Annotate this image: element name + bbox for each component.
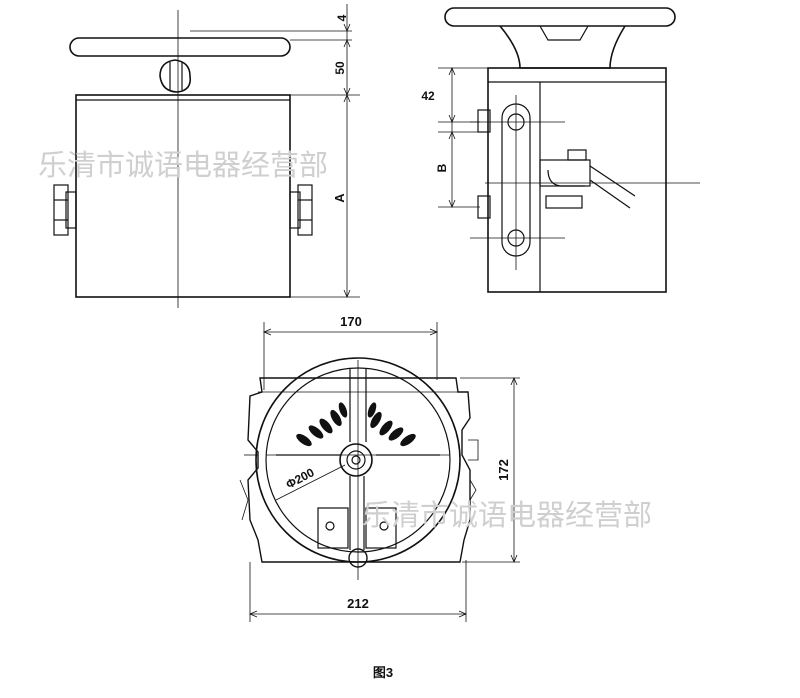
watermark-top: 乐清市诚语电器经营部 (38, 148, 328, 182)
top-housing (247, 377, 471, 563)
top-bracket (317, 507, 397, 549)
front-right-bolt (289, 184, 313, 236)
dim-width-170: 170 (340, 314, 362, 329)
top-hub (339, 443, 373, 477)
top-view (239, 322, 520, 622)
dim-side-mid: B (435, 163, 449, 172)
dim-body-height: A (332, 193, 347, 203)
front-hub (159, 59, 192, 93)
dim-top-gap: 4 (335, 14, 349, 21)
side-handwheel (444, 7, 676, 27)
watermark-bottom: 乐清市诚语电器经营部 (362, 498, 652, 532)
front-handwheel (69, 37, 291, 57)
top-leaf-marks (296, 402, 416, 447)
side-view (438, 7, 700, 293)
dim-width-212: 212 (347, 596, 369, 611)
front-left-bolt (53, 184, 77, 236)
front-view (53, 4, 360, 308)
dim-height-172: 172 (496, 459, 511, 481)
side-stand (499, 25, 626, 69)
front-body (75, 94, 291, 298)
figure-caption: 图3 (373, 665, 393, 680)
dim-handle-height: 50 (333, 61, 347, 75)
side-actuator (539, 149, 636, 209)
side-body (487, 67, 667, 293)
dim-side-top: 42 (421, 89, 435, 103)
